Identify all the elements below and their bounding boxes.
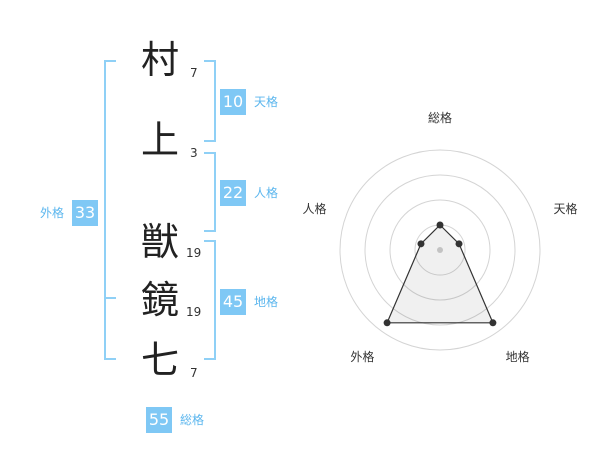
radar-center xyxy=(437,247,443,253)
radar-axis-label: 総格 xyxy=(428,110,452,125)
gaikaku-label: 外格 xyxy=(40,206,65,220)
radar-point xyxy=(417,240,425,248)
jinkaku-label: 人格 xyxy=(254,186,279,200)
name-char-2: 上 xyxy=(140,118,179,162)
stroke-count-1: 7 xyxy=(190,66,198,80)
radar-axis-label: 地格 xyxy=(506,349,530,364)
name-char-1: 村 xyxy=(140,38,179,82)
name-char-5: 七 xyxy=(140,338,179,382)
stroke-count-3: 19 xyxy=(186,246,202,260)
radar-point xyxy=(436,221,444,229)
gaikaku-bracket-inner xyxy=(104,297,116,299)
jinkaku-value: 22 xyxy=(220,180,246,206)
radar-axis-label: 天格 xyxy=(554,201,578,216)
radar-axis-label: 人格 xyxy=(302,201,326,216)
radar-polygon xyxy=(386,224,494,324)
radar-point xyxy=(383,319,391,327)
name-char-3: 獣 xyxy=(140,220,179,264)
tenkaku-label: 天格 xyxy=(254,95,279,109)
tenkaku-bracket xyxy=(204,60,216,142)
soukaku-value: 55 xyxy=(146,407,172,433)
soukaku-label: 総格 xyxy=(180,413,205,427)
radar-ring xyxy=(339,149,541,351)
chikaku-bracket xyxy=(204,240,216,360)
name-char-4: 鏡 xyxy=(140,278,179,322)
stroke-count-5: 7 xyxy=(190,366,198,380)
radar-point xyxy=(489,319,497,327)
stroke-count-4: 19 xyxy=(186,305,202,319)
stroke-count-2: 3 xyxy=(190,146,198,160)
gaikaku-value: 33 xyxy=(72,200,98,226)
jinkaku-bracket xyxy=(204,152,216,232)
radar-point xyxy=(455,240,463,248)
tenkaku-value: 10 xyxy=(220,89,246,115)
chikaku-value: 45 xyxy=(220,289,246,315)
radar-axis-label: 外格 xyxy=(350,349,374,364)
chikaku-label: 地格 xyxy=(254,295,279,309)
gaikaku-bracket xyxy=(104,60,116,360)
radar-ring xyxy=(364,174,516,326)
radar-ring xyxy=(389,199,491,301)
